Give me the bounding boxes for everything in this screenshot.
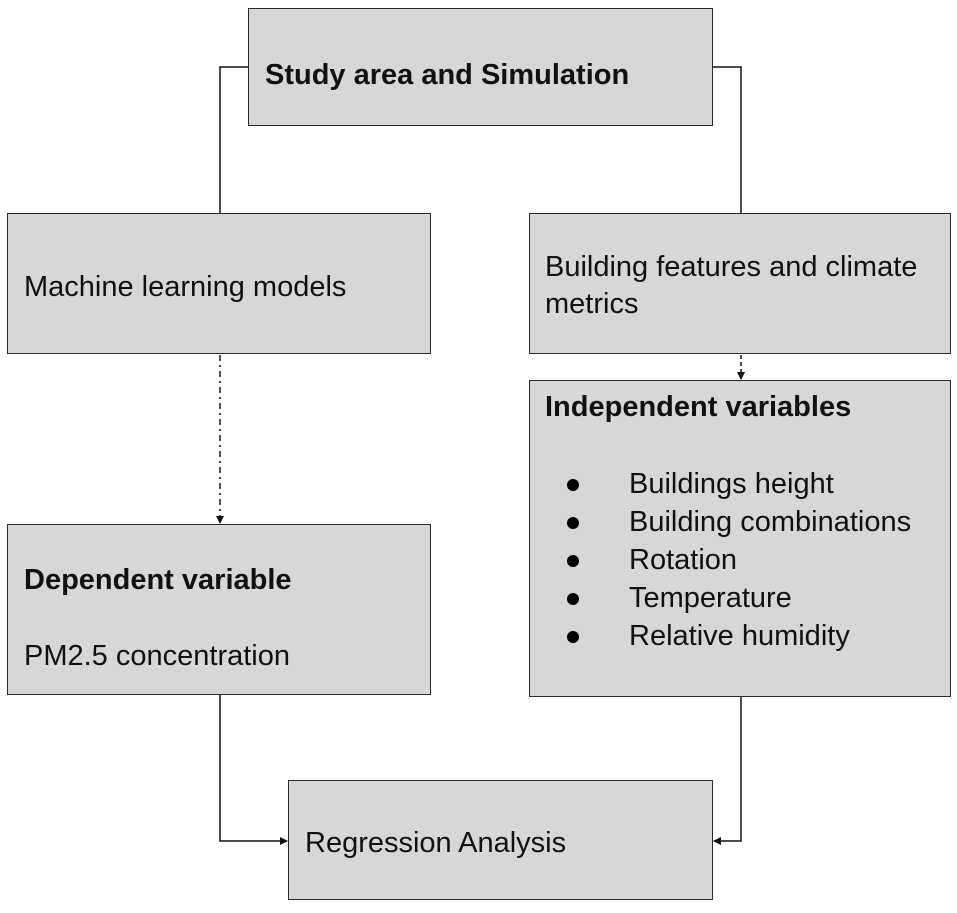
list-item: Building combinations [530,503,930,541]
list-item: Buildings height [530,465,930,503]
connector-study-to-ml [219,66,248,213]
arrow-independent-to-regression [713,697,742,845]
bullet-icon [567,593,579,605]
bullet-icon [567,479,579,491]
independent-variables-list: Buildings height Building combinations R… [530,465,930,655]
list-item: Relative humidity [530,617,930,655]
list-item-label: Buildings height [629,468,834,500]
dependent-variable-box: Dependent variable PM2.5 concentration [7,524,431,695]
regression-analysis-label: Regression Analysis [305,827,567,859]
list-item: Rotation [530,541,930,579]
list-item-label: Building combinations [629,506,912,538]
connector-study-to-features [713,66,742,213]
independent-variables-title: Independent variables [545,391,852,423]
independent-variables-box: Independent variables Buildings height B… [529,380,951,697]
list-item: Temperature [530,579,930,617]
dependent-variable-title: Dependent variable [24,564,292,596]
list-item-label: Rotation [629,544,738,576]
bullet-icon [567,555,579,567]
study-area-box: Study area and Simulation [248,8,713,126]
list-item-label: Temperature [629,582,792,614]
building-features-box: Building features and climate metrics [529,213,951,354]
regression-analysis-box: Regression Analysis [288,780,713,900]
study-area-title: Study area and Simulation [265,59,630,91]
building-features-label: Building features and climate metrics [545,251,918,320]
machine-learning-box: Machine learning models [7,213,431,354]
dependent-variable-value: PM2.5 concentration [24,640,290,672]
machine-learning-label: Machine learning models [24,271,347,303]
bullet-icon [567,631,579,643]
bullet-icon [567,517,579,529]
list-item-label: Relative humidity [629,620,850,652]
